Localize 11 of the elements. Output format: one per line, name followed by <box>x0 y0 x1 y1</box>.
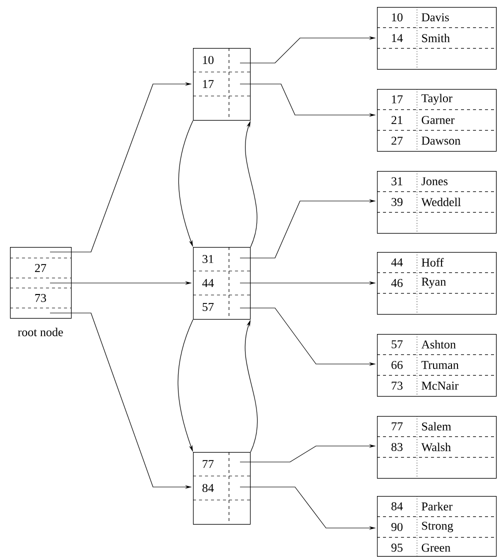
leaf-record-box: 44 Hoff 46 Ryan <box>376 252 497 315</box>
node-caption: root node <box>18 328 63 336</box>
leaf-record-box: 17 Taylor 21 Garner 27 Dawson <box>376 88 497 152</box>
leaf-record-box: 10 Davis 14 Smith <box>376 6 497 70</box>
index-node-box: 31 44 57 <box>192 246 251 320</box>
leaf-record-box: 57 Ashton 66 Truman 73 McNair <box>376 334 497 397</box>
index-node-box: 10 17 <box>192 48 251 121</box>
leaf-record-box: 31 Jones 39 Weddell <box>376 170 497 234</box>
index-node-box: 77 84 <box>192 452 251 525</box>
leaf-record-box: 77 Salem 83 Walsh <box>376 416 497 479</box>
leaf-record-box: 84 Parker 90 Strong 95 Green <box>376 496 497 557</box>
